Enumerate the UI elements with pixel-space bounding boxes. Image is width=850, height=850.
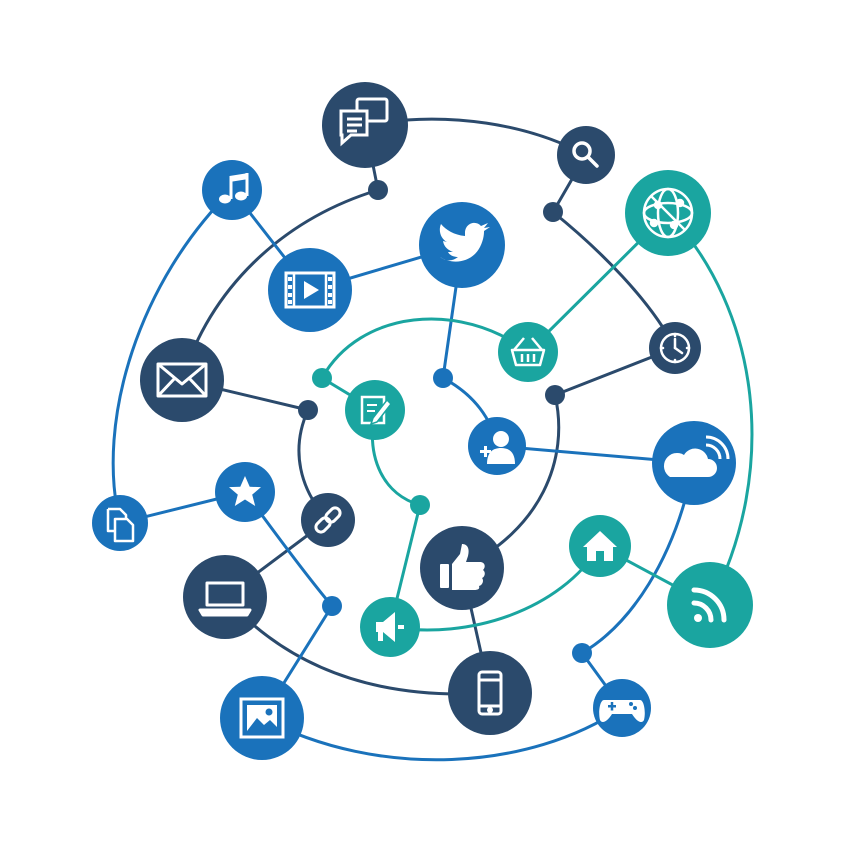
- node-like[interactable]: [420, 526, 504, 610]
- music-note-icon: [219, 173, 249, 204]
- globe-network-icon: [642, 187, 694, 239]
- twitter-bird-icon: [439, 222, 490, 262]
- connection-picture-gamepad: [260, 706, 624, 762]
- connection-basket-dot-arc: [320, 317, 530, 380]
- add-user-icon: [480, 431, 515, 464]
- junction-dots: [298, 180, 592, 663]
- junction-dot: [572, 643, 592, 663]
- star-icon: [229, 476, 261, 506]
- node-globe[interactable]: [625, 170, 711, 256]
- envelope-icon: [156, 362, 208, 398]
- node-basket[interactable]: [498, 322, 558, 382]
- node-search[interactable]: [557, 126, 615, 184]
- node-picture[interactable]: [220, 676, 304, 760]
- node-music[interactable]: [202, 160, 262, 220]
- junction-dot: [368, 180, 388, 200]
- junction-dot: [543, 202, 563, 222]
- node-chat[interactable]: [322, 82, 408, 168]
- chat-bubbles-icon: [339, 97, 389, 147]
- chain-link-icon: [314, 506, 342, 534]
- node-files[interactable]: [92, 495, 148, 551]
- magnifier-icon: [572, 141, 599, 168]
- gamepad-icon: [599, 700, 645, 722]
- node-star[interactable]: [215, 462, 275, 522]
- junction-dot: [298, 400, 318, 420]
- rss-feed-icon: [691, 587, 727, 623]
- node-rss[interactable]: [667, 562, 753, 648]
- node-link[interactable]: [301, 493, 355, 547]
- thumbs-up-icon: [440, 544, 485, 590]
- junction-dot: [433, 368, 453, 388]
- shopping-basket-icon: [510, 337, 546, 367]
- image-icon: [239, 697, 285, 739]
- film-play-icon: [284, 271, 336, 309]
- node-twitter[interactable]: [419, 202, 505, 288]
- cloud-wifi-icon: [663, 435, 730, 477]
- home-icon: [583, 531, 617, 561]
- node-video[interactable]: [268, 248, 352, 332]
- node-cloud[interactable]: [652, 421, 736, 505]
- node-phone[interactable]: [448, 651, 532, 735]
- node-edit[interactable]: [345, 380, 405, 440]
- node-add-user[interactable]: [468, 417, 526, 475]
- node-mail[interactable]: [140, 338, 224, 422]
- connection-globe-rss: [666, 211, 754, 607]
- documents-icon: [106, 507, 135, 543]
- junction-dot: [410, 495, 430, 515]
- junction-dot: [322, 596, 342, 616]
- smartphone-icon: [477, 670, 503, 716]
- node-laptop[interactable]: [183, 555, 267, 639]
- laptop-icon: [198, 581, 252, 617]
- node-gamepad[interactable]: [593, 679, 651, 737]
- node-megaphone[interactable]: [360, 597, 420, 657]
- megaphone-icon: [376, 612, 404, 642]
- junction-dot: [312, 368, 332, 388]
- node-clock[interactable]: [649, 322, 701, 374]
- junction-dot: [545, 385, 565, 405]
- clock-icon: [659, 332, 691, 364]
- connection-music-files: [111, 188, 234, 525]
- node-home[interactable]: [569, 515, 631, 577]
- edit-note-icon: [360, 395, 392, 426]
